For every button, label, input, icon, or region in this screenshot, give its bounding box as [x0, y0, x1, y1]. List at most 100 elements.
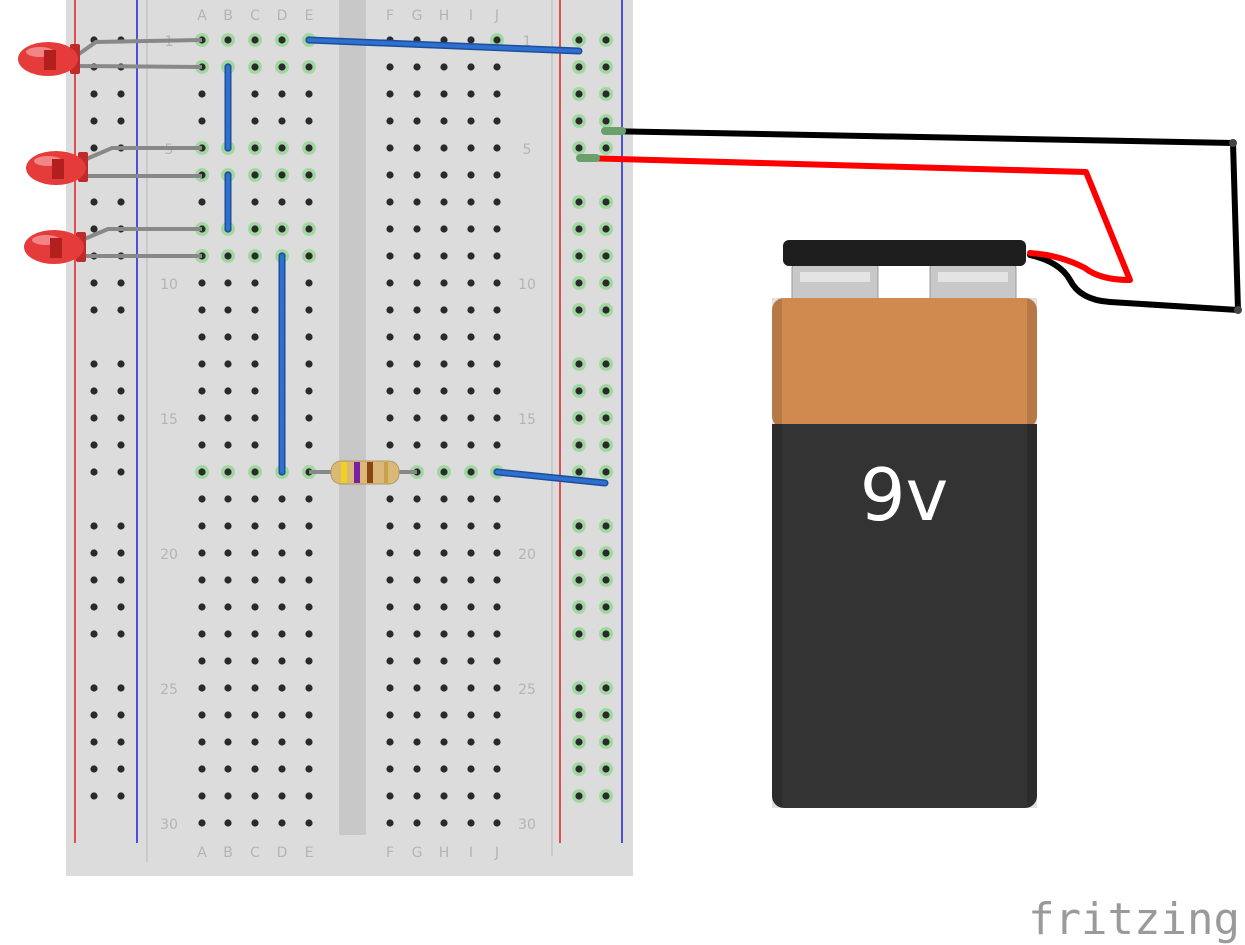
hole-r23-c8[interactable]: [467, 630, 475, 638]
hole-r24-c8[interactable]: [467, 657, 475, 665]
hole-r11-c1[interactable]: [224, 306, 232, 314]
hole-r15-c5[interactable]: [386, 414, 394, 422]
right-rail-hole-g2-3-1[interactable]: [602, 441, 610, 449]
hole-r26-c0[interactable]: [198, 711, 206, 719]
right-rail-hole-g1-4-1[interactable]: [602, 306, 610, 314]
hole-r10-c8[interactable]: [467, 279, 475, 287]
hole-r15-c8[interactable]: [467, 414, 475, 422]
hole-r9-c5[interactable]: [386, 252, 394, 260]
left-rail-hole-g2-3-1[interactable]: [117, 441, 125, 449]
hole-r6-c5[interactable]: [386, 171, 394, 179]
hole-r20-c1[interactable]: [224, 549, 232, 557]
hole-r12-c5[interactable]: [386, 333, 394, 341]
right-rail-hole-g3-3-1[interactable]: [602, 603, 610, 611]
hole-r23-c7[interactable]: [440, 630, 448, 638]
left-rail-hole-g0-2-1[interactable]: [117, 90, 125, 98]
right-rail-hole-g2-1-1[interactable]: [602, 387, 610, 395]
hole-r28-c2[interactable]: [251, 765, 259, 773]
left-rail-hole-g2-1-0[interactable]: [90, 387, 98, 395]
right-rail-hole-g3-0-0[interactable]: [575, 522, 583, 530]
hole-r13-c5[interactable]: [386, 360, 394, 368]
hole-r28-c9[interactable]: [493, 765, 501, 773]
hole-r9-c9[interactable]: [493, 252, 501, 260]
hole-r17-c0[interactable]: [198, 468, 206, 476]
hole-r25-c1[interactable]: [224, 684, 232, 692]
hole-r24-c3[interactable]: [278, 657, 286, 665]
hole-r30-c4[interactable]: [305, 819, 313, 827]
hole-r26-c9[interactable]: [493, 711, 501, 719]
left-rail-hole-g4-3-0[interactable]: [90, 765, 98, 773]
left-rail-hole-g4-4-0[interactable]: [90, 792, 98, 800]
hole-r23-c0[interactable]: [198, 630, 206, 638]
hole-r22-c9[interactable]: [493, 603, 501, 611]
left-rail-hole-g0-4-0[interactable]: [90, 144, 98, 152]
hole-r10-c2[interactable]: [251, 279, 259, 287]
right-rail-hole-g4-1-1[interactable]: [602, 711, 610, 719]
hole-r21-c5[interactable]: [386, 576, 394, 584]
hole-r4-c2[interactable]: [251, 117, 259, 125]
hole-r22-c0[interactable]: [198, 603, 206, 611]
hole-r14-c1[interactable]: [224, 387, 232, 395]
hole-r19-c8[interactable]: [467, 522, 475, 530]
hole-r8-c8[interactable]: [467, 225, 475, 233]
hole-r6-c8[interactable]: [467, 171, 475, 179]
hole-r26-c4[interactable]: [305, 711, 313, 719]
left-rail-hole-g4-4-1[interactable]: [117, 792, 125, 800]
right-rail-hole-g4-0-1[interactable]: [602, 684, 610, 692]
hole-r16-c6[interactable]: [413, 441, 421, 449]
right-rail-hole-g3-1-1[interactable]: [602, 549, 610, 557]
hole-r14-c0[interactable]: [198, 387, 206, 395]
hole-r3-c3[interactable]: [278, 90, 286, 98]
hole-r10-c9[interactable]: [493, 279, 501, 287]
hole-r2-c9[interactable]: [493, 63, 501, 71]
hole-r26-c6[interactable]: [413, 711, 421, 719]
hole-r1-c2[interactable]: [251, 36, 259, 44]
hole-r25-c6[interactable]: [413, 684, 421, 692]
hole-r21-c0[interactable]: [198, 576, 206, 584]
hole-r22-c3[interactable]: [278, 603, 286, 611]
hole-r26-c1[interactable]: [224, 711, 232, 719]
right-rail-hole-g2-0-0[interactable]: [575, 360, 583, 368]
hole-r6-c6[interactable]: [413, 171, 421, 179]
hole-r28-c0[interactable]: [198, 765, 206, 773]
hole-r13-c2[interactable]: [251, 360, 259, 368]
hole-r21-c4[interactable]: [305, 576, 313, 584]
positive-wire[interactable]: [577, 155, 1133, 283]
hole-r11-c2[interactable]: [251, 306, 259, 314]
right-rail-hole-g1-1-0[interactable]: [575, 225, 583, 233]
right-rail-hole-g1-4-0[interactable]: [575, 306, 583, 314]
right-rail-hole-g2-1-0[interactable]: [575, 387, 583, 395]
hole-r5-c2[interactable]: [251, 144, 259, 152]
hole-r7-c9[interactable]: [493, 198, 501, 206]
hole-r2-c4[interactable]: [305, 63, 313, 71]
hole-r25-c7[interactable]: [440, 684, 448, 692]
hole-r8-c4[interactable]: [305, 225, 313, 233]
hole-r12-c0[interactable]: [198, 333, 206, 341]
hole-r21-c2[interactable]: [251, 576, 259, 584]
hole-r18-c2[interactable]: [251, 495, 259, 503]
hole-r27-c0[interactable]: [198, 738, 206, 746]
hole-r23-c9[interactable]: [493, 630, 501, 638]
hole-r21-c9[interactable]: [493, 576, 501, 584]
hole-r29-c3[interactable]: [278, 792, 286, 800]
hole-r8-c2[interactable]: [251, 225, 259, 233]
hole-r23-c4[interactable]: [305, 630, 313, 638]
hole-r8-c3[interactable]: [278, 225, 286, 233]
hole-r20-c8[interactable]: [467, 549, 475, 557]
hole-r10-c0[interactable]: [198, 279, 206, 287]
hole-r21-c7[interactable]: [440, 576, 448, 584]
hole-r19-c4[interactable]: [305, 522, 313, 530]
hole-r23-c1[interactable]: [224, 630, 232, 638]
hole-r19-c0[interactable]: [198, 522, 206, 530]
left-rail-hole-g4-0-1[interactable]: [117, 684, 125, 692]
right-rail-hole-g4-2-0[interactable]: [575, 738, 583, 746]
hole-r5-c3[interactable]: [278, 144, 286, 152]
hole-r28-c6[interactable]: [413, 765, 421, 773]
left-rail-hole-g2-0-0[interactable]: [90, 360, 98, 368]
hole-r27-c9[interactable]: [493, 738, 501, 746]
left-rail-hole-g1-1-0[interactable]: [90, 225, 98, 233]
hole-r11-c5[interactable]: [386, 306, 394, 314]
right-rail-hole-g0-4-1[interactable]: [602, 144, 610, 152]
left-rail-hole-g1-3-0[interactable]: [90, 279, 98, 287]
hole-r3-c5[interactable]: [386, 90, 394, 98]
